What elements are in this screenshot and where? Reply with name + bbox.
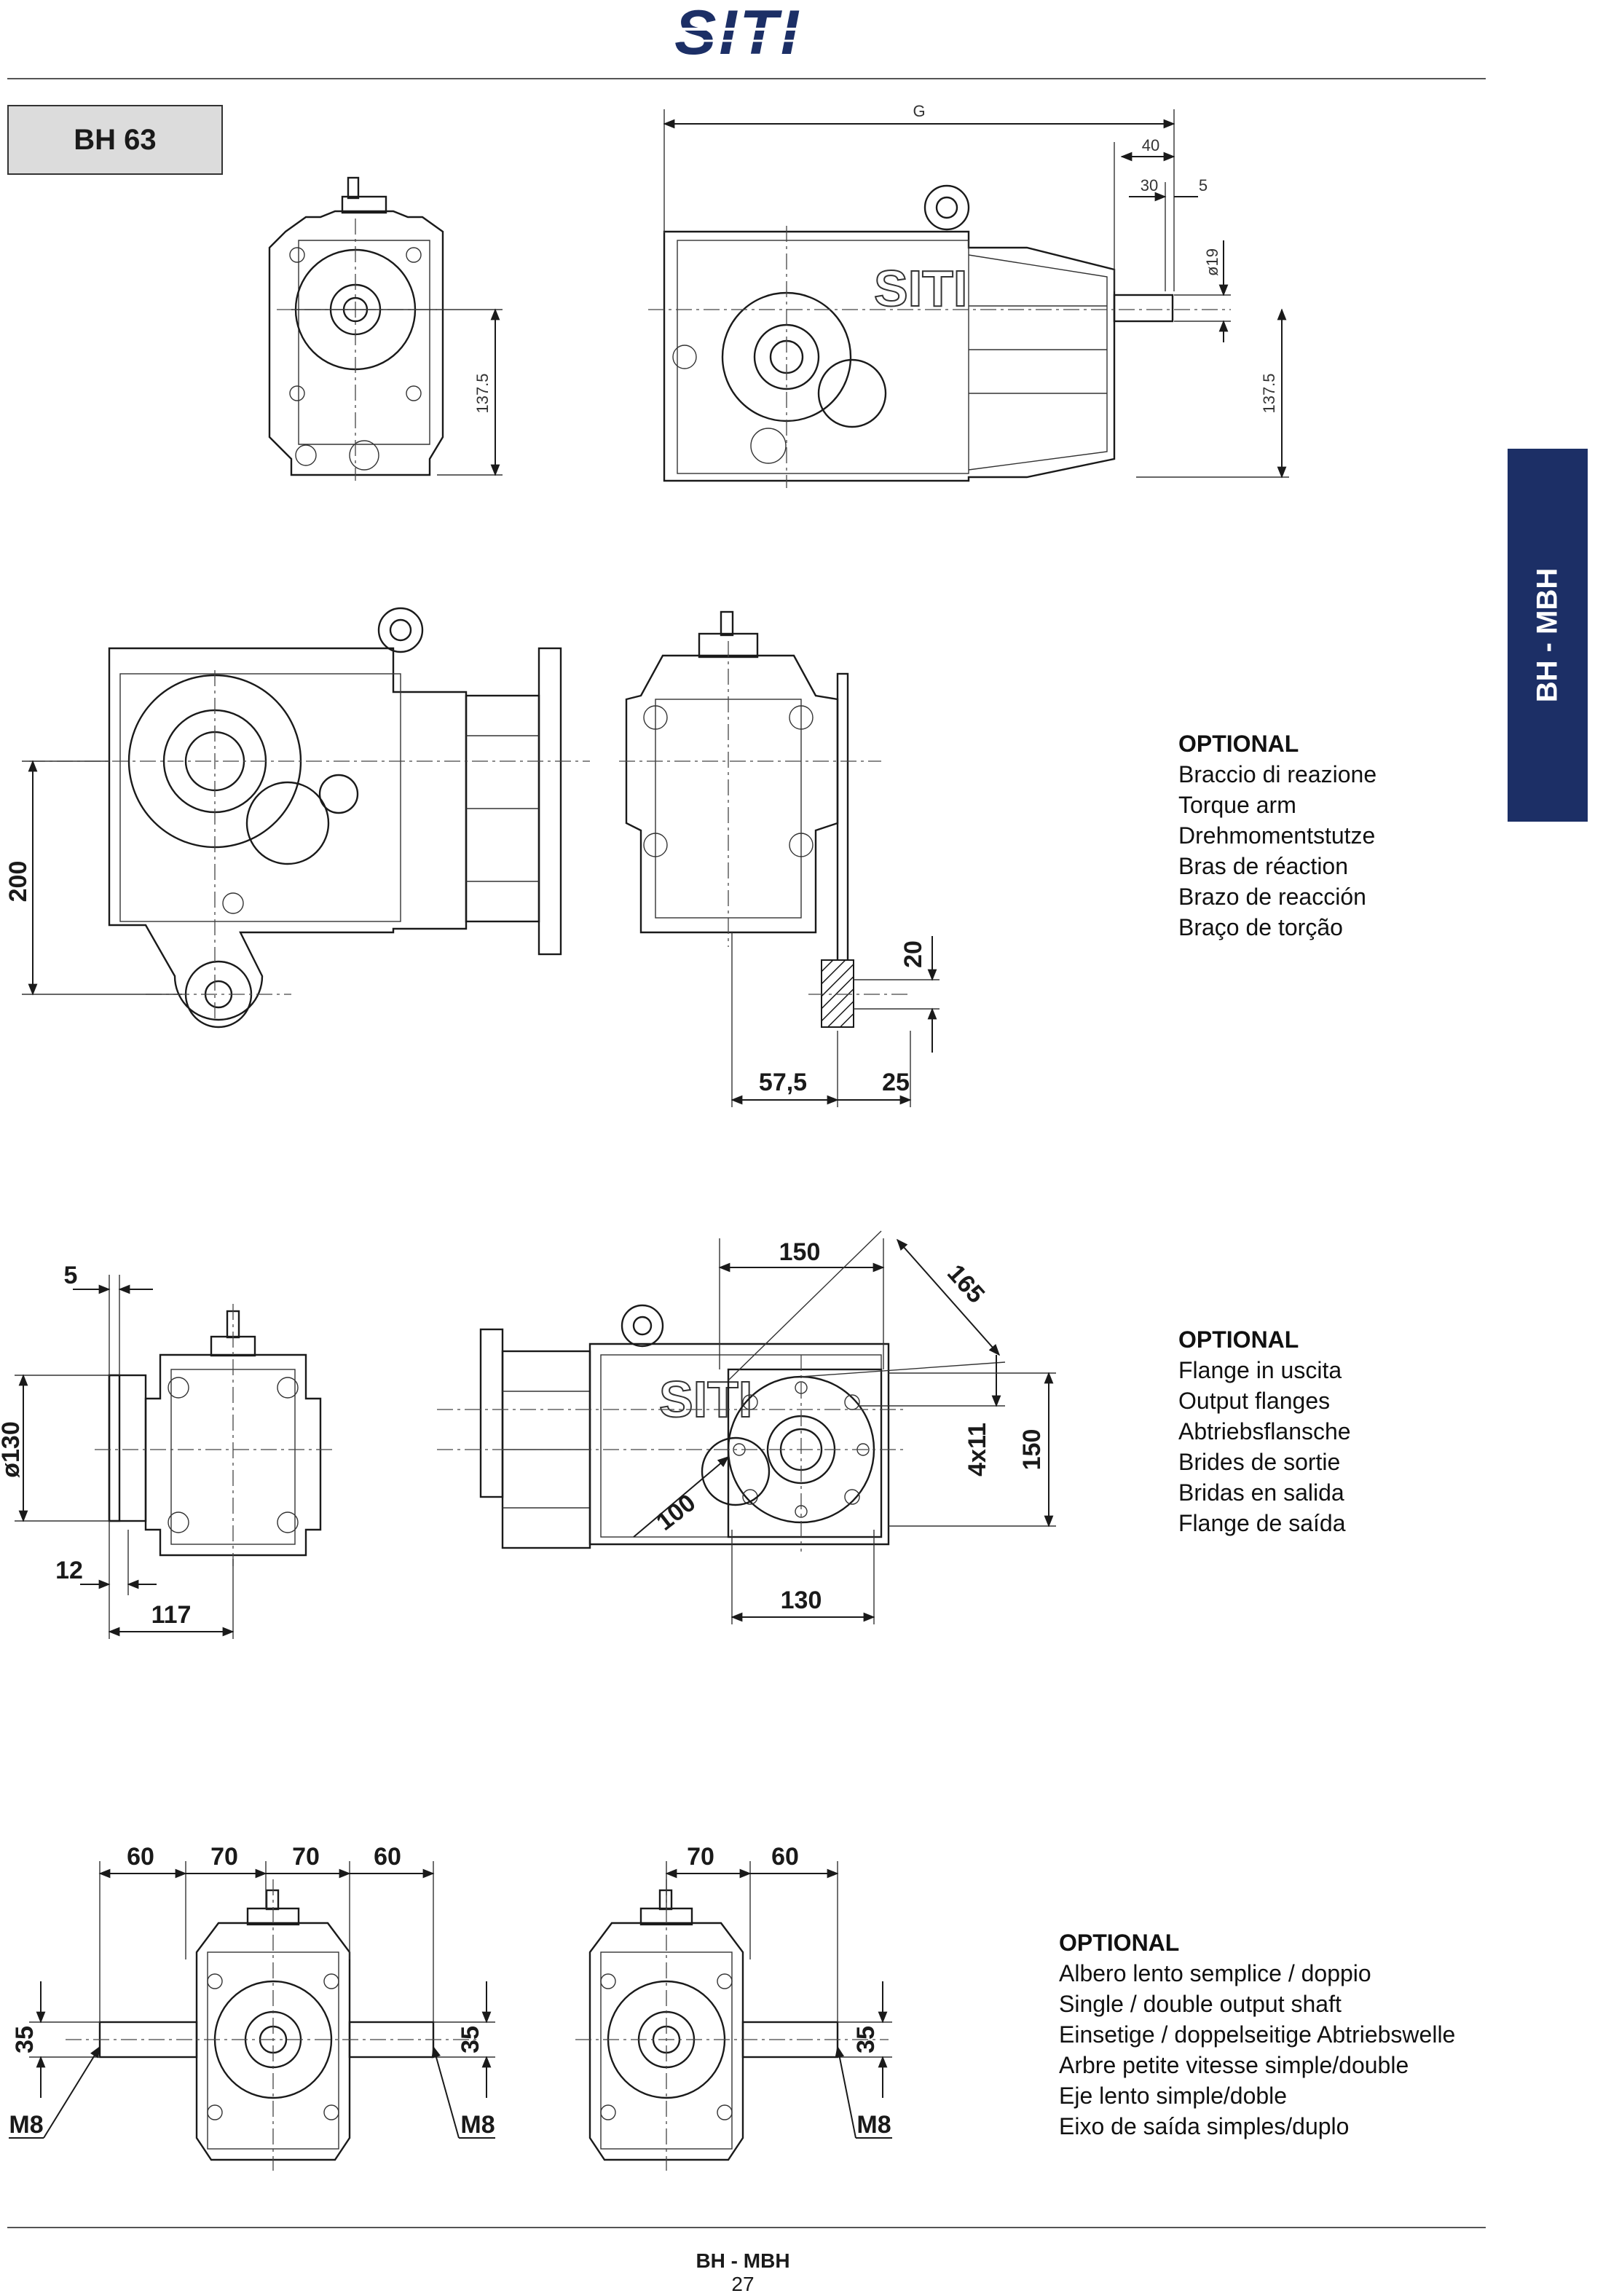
dim-arm-height: 200 xyxy=(4,861,32,903)
dim-flange-thickness: 5 xyxy=(64,1262,78,1289)
dim-flange-bottom: 130 xyxy=(781,1587,822,1614)
dim-flange-diameter: ø130 xyxy=(0,1421,25,1478)
torque-arm-line-es: Brazo de reacción xyxy=(1178,884,1366,910)
dim-shaft-dia-mid: 35 xyxy=(457,2026,484,2053)
flange-line-it: Flange in uscita xyxy=(1178,1357,1342,1383)
footer-label: BH - MBH xyxy=(696,2249,790,2272)
optional-shaft-block: OPTIONAL Albero lento semplice / doppio … xyxy=(1059,1927,1455,2142)
model-label: BH 63 xyxy=(7,105,223,175)
siti-logo-text: SITI xyxy=(674,0,801,68)
shaft-line-it: Albero lento semplice / doppio xyxy=(1059,1960,1371,1986)
dim-shaft-b: 70 xyxy=(210,1843,238,1871)
view-flange-front: 5 ø130 12 117 xyxy=(0,1262,335,1639)
view-front-top: 137.5 xyxy=(268,176,503,481)
torque-arm-line-de: Drehmomentstutze xyxy=(1178,822,1376,849)
view-torque-arm-front: 20 57,5 25 xyxy=(619,610,940,1107)
svg-text:SITI: SITI xyxy=(874,260,967,317)
dim-flange-top: 150 xyxy=(779,1238,821,1266)
dim-shaft-thread-left: M8 xyxy=(9,2111,43,2139)
dim-flange-pcd: 100 xyxy=(651,1489,701,1536)
view-torque-arm-side: 200 xyxy=(4,607,590,1029)
dim-shaft-c: 70 xyxy=(292,1843,320,1871)
flange-line-es: Bridas en salida xyxy=(1178,1479,1344,1506)
shaft-line-fr: Arbre petite vitesse simple/double xyxy=(1059,2052,1409,2078)
torque-arm-line-it: Braccio di reazione xyxy=(1178,761,1377,787)
flange-line-pt: Flange de saída xyxy=(1178,1510,1346,1536)
view-double-shaft: 60 70 70 60 35 M8 35 M8 xyxy=(9,1843,495,2171)
dim-side-height: 137.5 xyxy=(1260,373,1278,413)
torque-arm-line-en: Torque arm xyxy=(1178,792,1296,818)
shaft-line-es: Eje lento simple/doble xyxy=(1059,2083,1288,2109)
svg-text:SITI: SITI xyxy=(659,1371,752,1428)
flange-line-fr: Brides de sortie xyxy=(1178,1449,1341,1475)
dim-arm-width: 25 xyxy=(882,1069,910,1096)
shaft-line-de: Einsetige / doppelseitige Abtriebswelle xyxy=(1059,2021,1456,2048)
dim-flange-length: 117 xyxy=(151,1601,192,1629)
dim-shaft-step: 5 xyxy=(1199,176,1208,194)
dim-shaft-dia-left: 35 xyxy=(11,2026,39,2053)
dim-flange-diag: 165 xyxy=(942,1259,990,1309)
view-side-top: SITI G 40 30 5 ø19 137.5 xyxy=(648,102,1289,488)
flange-line-en: Output flanges xyxy=(1178,1388,1331,1414)
dim-shaft-d: 60 xyxy=(374,1843,401,1871)
dim-single-dia: 35 xyxy=(852,2026,880,2053)
shaft-line-en: Single / double output shaft xyxy=(1059,1991,1342,2017)
optional-heading: OPTIONAL xyxy=(1178,1326,1299,1353)
view-single-shaft: 70 60 35 M8 xyxy=(575,1843,892,2171)
dim-total-length: G xyxy=(913,102,925,120)
view-flange-side: SITI 150 165 4x11 150 100 xyxy=(437,1230,1056,1624)
shaft-line-pt: Eixo de saída simples/duplo xyxy=(1059,2113,1350,2139)
torque-arm-line-pt: Braço de torção xyxy=(1178,914,1343,940)
torque-arm-line-fr: Bras de réaction xyxy=(1178,853,1349,879)
page-number: 27 xyxy=(731,2273,755,2295)
side-tab-label: BH - MBH xyxy=(1531,567,1564,703)
dim-front-height: 137.5 xyxy=(473,373,492,413)
flange-line-de: Abtriebsflansche xyxy=(1178,1418,1351,1444)
side-tab: BH - MBH xyxy=(1508,449,1588,822)
optional-torque-arm-block: OPTIONAL Braccio di reazione Torque arm … xyxy=(1178,728,1376,943)
dim-flange-spigot: 12 xyxy=(55,1557,83,1584)
dim-flange-holes: 4x11 xyxy=(964,1423,991,1477)
optional-heading: OPTIONAL xyxy=(1178,731,1299,757)
dim-shaft-offset: 40 xyxy=(1142,136,1159,154)
siti-logo: SITI xyxy=(674,0,801,68)
dim-single-a: 70 xyxy=(687,1843,714,1871)
dim-shaft-thread-mid: M8 xyxy=(460,2111,495,2139)
dim-arm-offset: 57,5 xyxy=(759,1069,807,1096)
dim-flange-side: 150 xyxy=(1018,1429,1046,1471)
optional-flange-block: OPTIONAL Flange in uscita Output flanges… xyxy=(1178,1324,1351,1538)
dim-shaft-length: 30 xyxy=(1141,176,1158,194)
dim-single-b: 60 xyxy=(771,1843,799,1871)
dim-single-thread: M8 xyxy=(856,2111,891,2139)
dim-arm-pin: 20 xyxy=(899,940,927,968)
torque-arm-pin xyxy=(821,959,854,1028)
optional-heading: OPTIONAL xyxy=(1059,1930,1180,1956)
dim-shaft-diameter: ø19 xyxy=(1203,248,1221,276)
dim-shaft-a: 60 xyxy=(127,1843,154,1871)
